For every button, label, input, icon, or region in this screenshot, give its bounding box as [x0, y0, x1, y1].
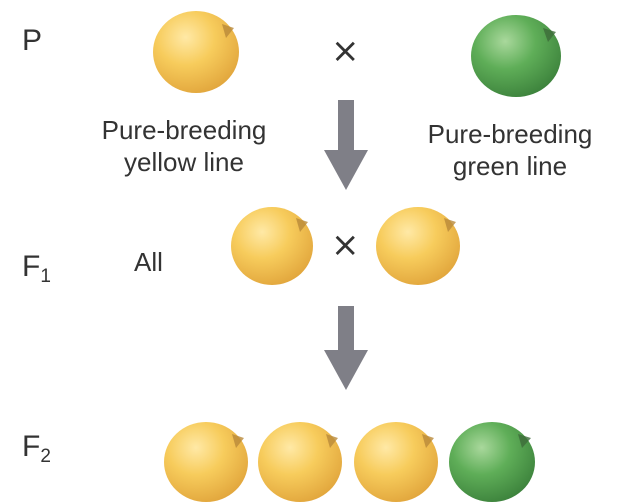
- cross-symbol-p: ×: [331, 34, 360, 68]
- cross-symbol-f1: ×: [331, 228, 360, 262]
- yellow-parent-pea: [153, 11, 239, 93]
- f1-all-label: All: [134, 246, 194, 278]
- f2-pea-4: [449, 422, 535, 502]
- f2-pea-1: [164, 422, 248, 502]
- f2-pea-3: [354, 422, 438, 502]
- yellow-parent-label-line2: yellow line: [64, 146, 304, 178]
- green-parent-label-line1: Pure-breeding: [390, 118, 624, 150]
- green-parent-label-line2: green line: [390, 150, 624, 182]
- green-parent-pea: [471, 15, 561, 97]
- arrow-f1-to-f2: [324, 306, 368, 390]
- yellow-parent-label-line1: Pure-breeding: [64, 114, 304, 146]
- generation-label-p: P: [22, 24, 42, 58]
- yellow-parent-label: Pure-breeding yellow line: [64, 114, 304, 178]
- arrow-p-to-f1: [324, 100, 368, 190]
- generation-label-f2: F2: [22, 430, 51, 468]
- f1-pea-left: [231, 207, 313, 285]
- f1-pea-right: [376, 207, 460, 285]
- f2-pea-2: [258, 422, 342, 502]
- green-parent-label: Pure-breeding green line: [390, 118, 624, 182]
- generation-label-f1: F1: [22, 250, 51, 288]
